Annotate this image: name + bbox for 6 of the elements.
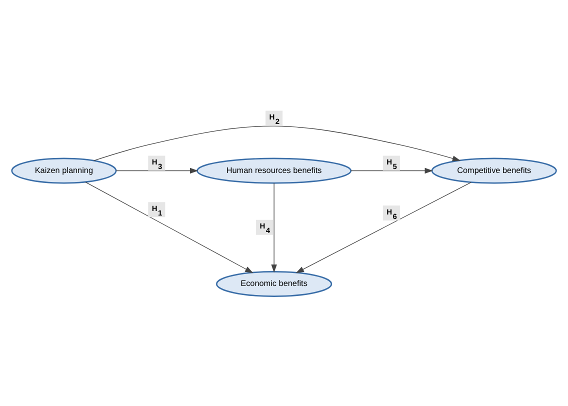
arrow (116, 167, 198, 174)
arrow (271, 182, 277, 272)
arrow (85, 181, 254, 273)
arrow (350, 167, 433, 174)
arrow (296, 181, 472, 273)
arrow (93, 125, 461, 161)
